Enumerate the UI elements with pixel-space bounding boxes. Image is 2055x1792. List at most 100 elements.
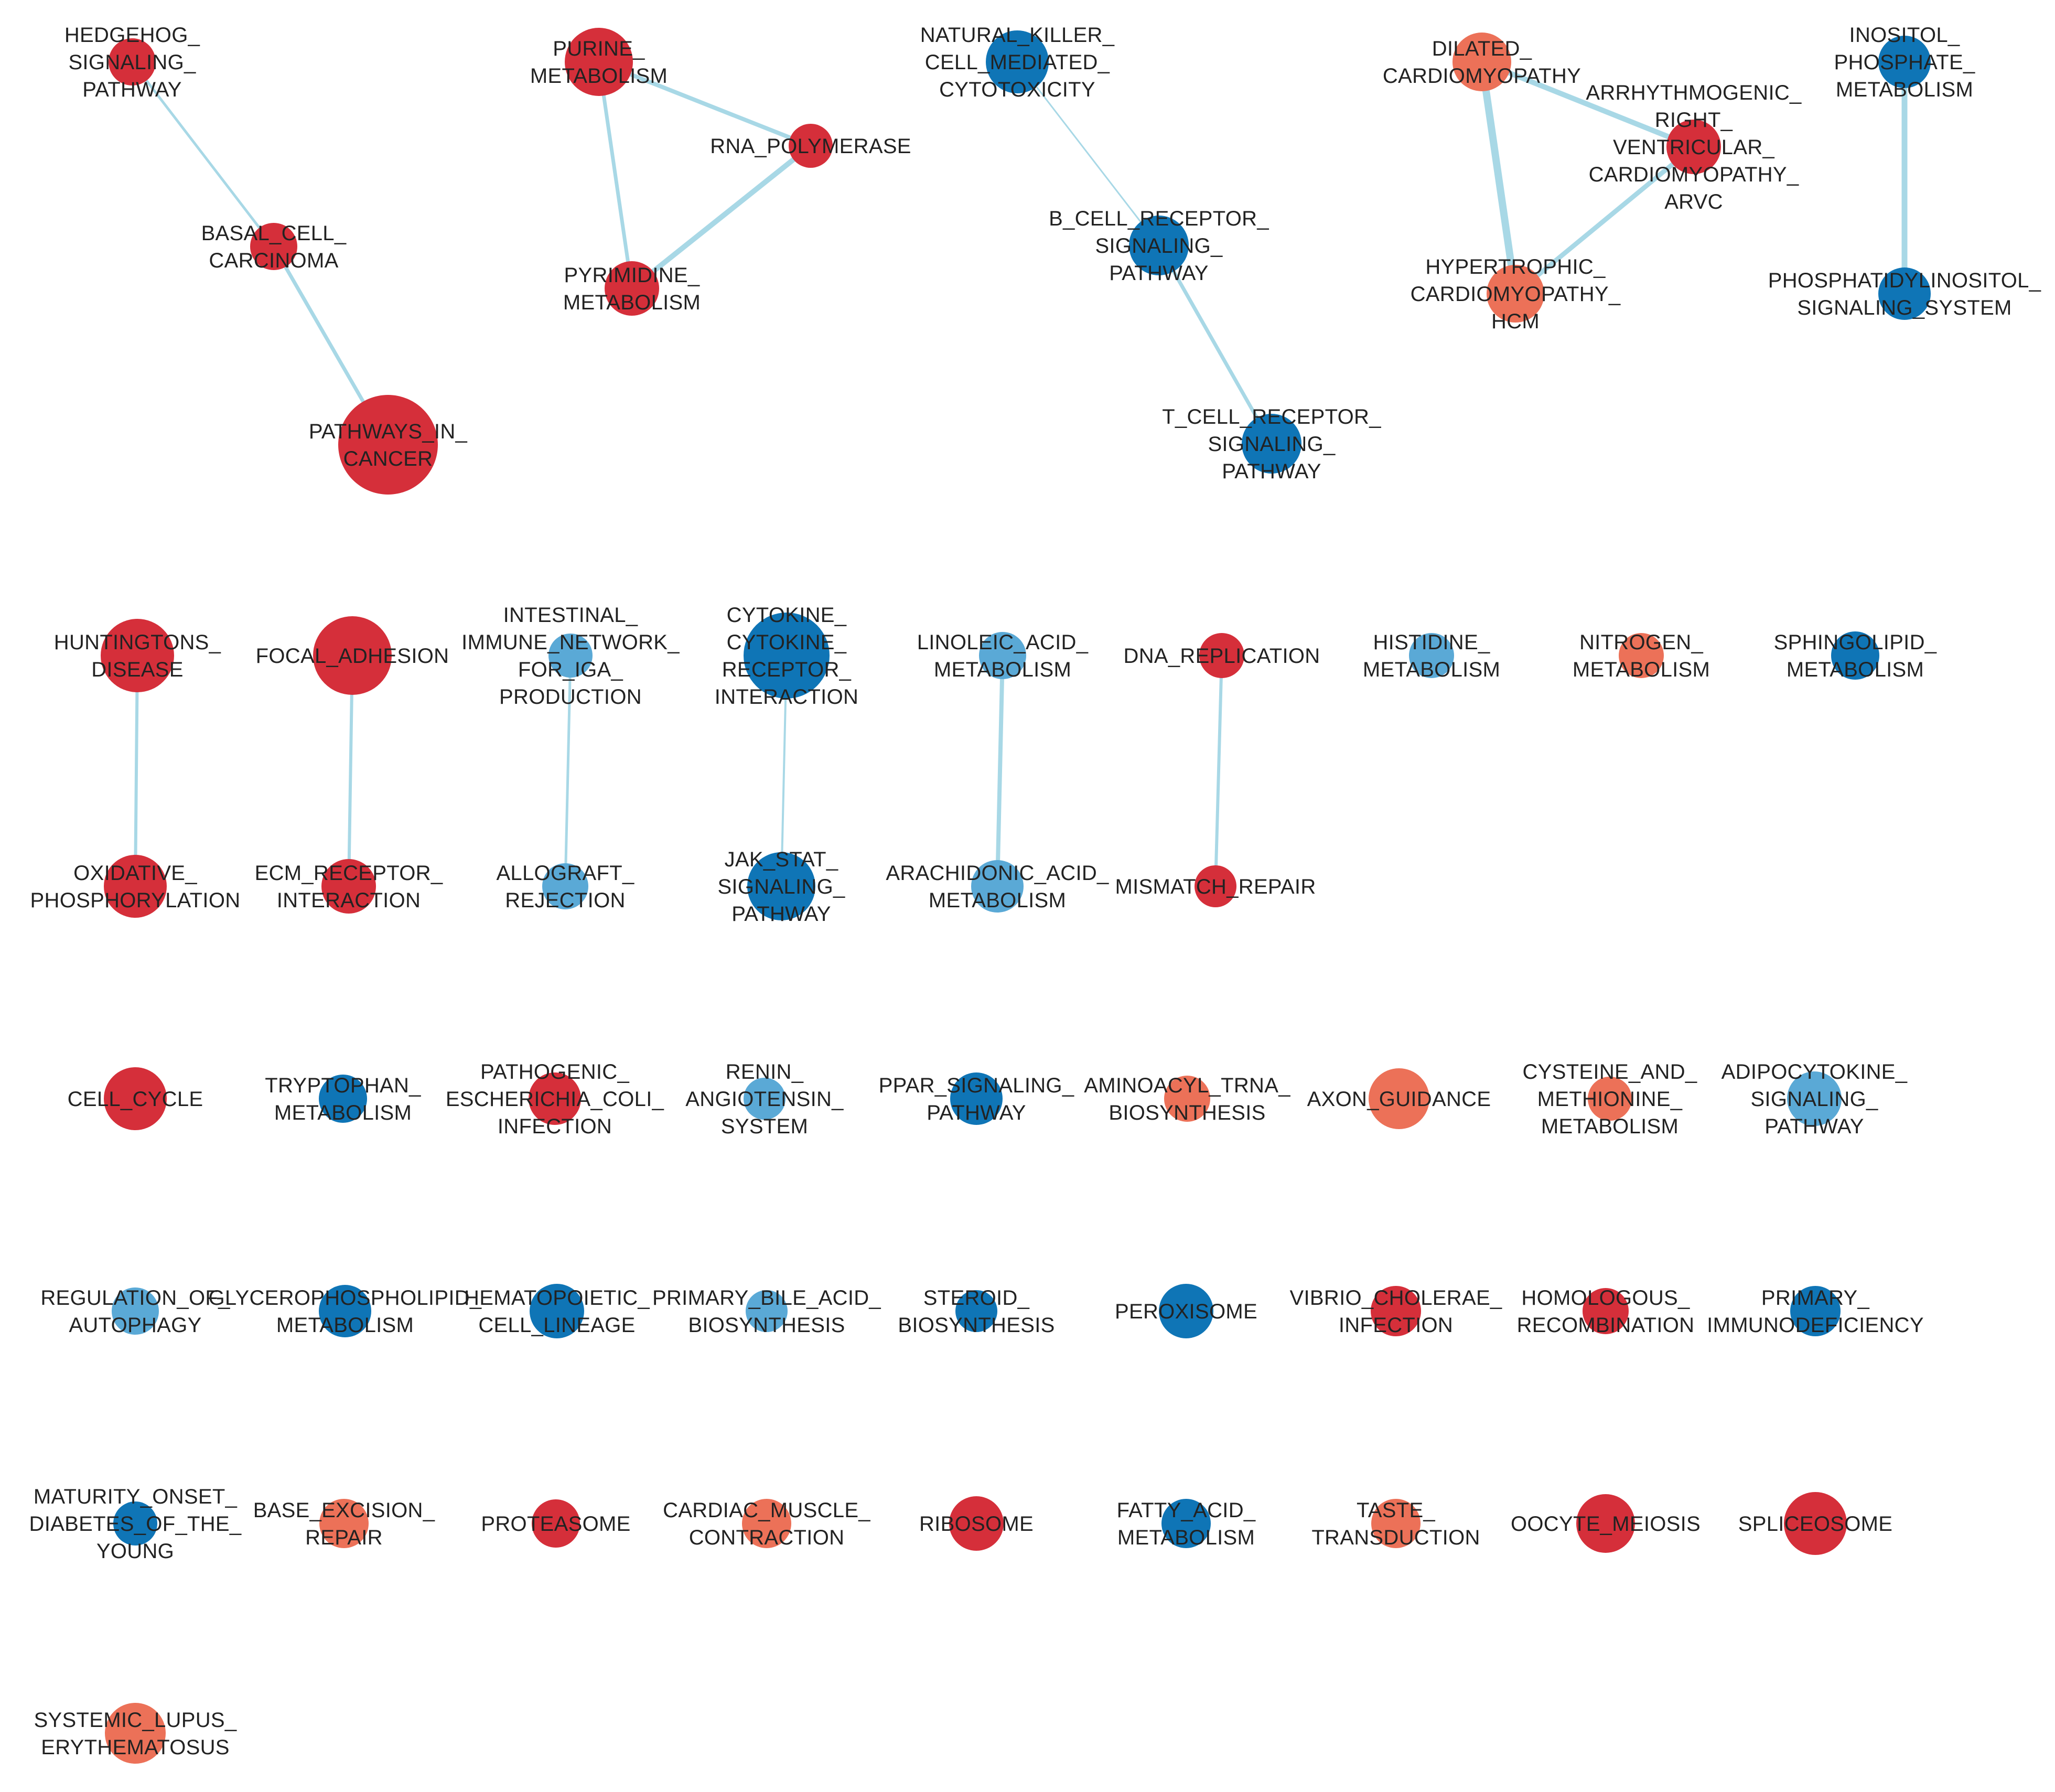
node-circle-peroxisome[interactable]	[1159, 1284, 1213, 1338]
node-basal[interactable]: BASAL_CELL_CARCINOMA	[201, 222, 347, 272]
node-hcm[interactable]: HYPERTROPHIC_CARDIOMYOPATHY_HCM	[1411, 255, 1621, 333]
node-ber[interactable]: BASE_EXCISION_REPAIR	[253, 1499, 435, 1549]
node-circle-allograft[interactable]	[542, 863, 588, 909]
node-circle-dilated[interactable]	[1453, 33, 1511, 91]
node-cancer[interactable]: PATHWAYS_IN_CANCER	[309, 395, 468, 495]
node-circle-hcm[interactable]	[1487, 265, 1544, 323]
node-circle-inositol[interactable]	[1878, 36, 1931, 88]
node-spliceosome[interactable]: SPLICEOSOME	[1738, 1492, 1893, 1555]
node-huntington[interactable]: HUNTINGTONS_DISEASE	[54, 619, 221, 692]
node-cysteine[interactable]: CYSTEINE_AND_METHIONINE_METABOLISM	[1523, 1060, 1697, 1138]
node-arvc[interactable]: ARRHYTHMOGENIC_RIGHT_VENTRICULAR_CARDIOM…	[1586, 81, 1802, 213]
node-circle-pyrimidine[interactable]	[605, 261, 659, 316]
node-circle-sphingolipid[interactable]	[1831, 631, 1879, 680]
node-circle-nitrogen[interactable]	[1619, 633, 1664, 678]
node-circle-immunodef[interactable]	[1790, 1286, 1841, 1336]
node-circle-arachidonic[interactable]	[971, 860, 1024, 913]
node-ecm[interactable]: ECM_RECEPTOR_INTERACTION	[255, 859, 443, 914]
node-aminoacyl[interactable]: AMINOACYL_TRNA_BIOSYNTHESIS	[1084, 1074, 1290, 1124]
node-circle-tcell[interactable]	[1242, 414, 1301, 474]
node-ribosome[interactable]: RIBOSOME	[919, 1496, 1034, 1551]
node-focal[interactable]: FOCAL_ADHESION	[256, 616, 449, 695]
node-inositol[interactable]: INOSITOL_PHOSPHATE_METABOLISM	[1834, 24, 1975, 101]
node-circle-bileacid[interactable]	[746, 1290, 788, 1332]
node-pyrimidine[interactable]: PYRIMIDINE_METABOLISM	[563, 261, 701, 316]
node-circle-purine[interactable]	[565, 28, 633, 96]
node-circle-cancer[interactable]	[338, 395, 438, 495]
node-circle-jakstat[interactable]	[747, 852, 815, 920]
node-purine[interactable]: PURINE_METABOLISM	[530, 28, 668, 96]
node-circle-steroid[interactable]	[955, 1290, 997, 1332]
node-adipocyto[interactable]: ADIPOCYTOKINE_SIGNALING_PATHWAY	[1722, 1060, 1908, 1138]
node-circle-spliceosome[interactable]	[1784, 1492, 1847, 1555]
node-steroid[interactable]: STEROID_BIOSYNTHESIS	[898, 1286, 1055, 1337]
node-axon[interactable]: AXON_GUIDANCE	[1307, 1068, 1491, 1129]
node-circle-ecoli[interactable]	[529, 1072, 581, 1125]
node-circle-glycero[interactable]	[319, 1285, 371, 1337]
node-circle-tryptophan[interactable]	[319, 1075, 367, 1123]
node-histidine[interactable]: HISTIDINE_METABOLISM	[1363, 631, 1500, 681]
node-circle-phosphat[interactable]	[1878, 267, 1931, 320]
node-circle-cellcycle[interactable]	[104, 1067, 167, 1130]
node-dilated[interactable]: DILATED_CARDIOMYOPATHY	[1383, 33, 1581, 91]
node-circle-ppar[interactable]	[950, 1072, 1003, 1125]
node-circle-nk[interactable]	[986, 30, 1049, 93]
node-cellcycle[interactable]: CELL_CYCLE	[68, 1067, 203, 1130]
node-taste[interactable]: TASTE_TRANSDUCTION	[1311, 1499, 1480, 1549]
node-tryptophan[interactable]: TRYPTOPHAN_METABOLISM	[265, 1074, 421, 1124]
node-jakstat[interactable]: JAK_STAT_SIGNALING_PATHWAY	[717, 848, 845, 926]
node-circle-ecm[interactable]	[321, 859, 376, 914]
node-circle-focal[interactable]	[313, 616, 392, 695]
node-circle-mismatch[interactable]	[1195, 865, 1236, 907]
node-circle-aminoacyl[interactable]	[1164, 1076, 1210, 1122]
node-oxphos[interactable]: OXIDATIVE_PHOSPHORYLATION	[30, 855, 241, 918]
node-iga[interactable]: INTESTINAL_IMMUNE_NETWORK_FOR_IGA_PRODUC…	[461, 604, 680, 709]
node-circle-cysteine[interactable]	[1588, 1077, 1632, 1121]
node-cardiac[interactable]: CARDIAC_MUSCLE_CONTRACTION	[663, 1499, 870, 1549]
node-hemato[interactable]: HEMATOPOIETIC_CELL_LINEAGE	[464, 1284, 650, 1338]
node-circle-iga[interactable]	[548, 634, 593, 678]
node-circle-bcell[interactable]	[1129, 216, 1189, 275]
node-rnapol[interactable]: RNA_POLYMERASE	[710, 124, 911, 168]
node-lupus[interactable]: SYSTEMIC_LUPUS_ERYTHEMATOSUS	[34, 1703, 237, 1764]
node-fattyacid[interactable]: FATTY_ACID_METABOLISM	[1117, 1499, 1256, 1549]
node-peroxisome[interactable]: PEROXISOME	[1115, 1284, 1257, 1338]
node-circle-hedgehog[interactable]	[109, 38, 156, 85]
node-mody[interactable]: MATURITY_ONSET_DIABETES_OF_THE_YOUNG	[29, 1485, 242, 1563]
node-circle-cardiac[interactable]	[742, 1499, 791, 1548]
node-ecoli[interactable]: PATHOGENIC_ESCHERICHIA_COLI_INFECTION	[446, 1060, 664, 1138]
node-nk[interactable]: NATURAL_KILLER_CELL_MEDIATED_CYTOTOXICIT…	[920, 24, 1115, 101]
node-circle-adipocyto[interactable]	[1787, 1071, 1842, 1126]
node-circle-linoleic[interactable]	[979, 632, 1026, 679]
node-ppar[interactable]: PPAR_SIGNALING_PATHWAY	[879, 1072, 1074, 1125]
node-mismatch[interactable]: MISMATCH_REPAIR	[1115, 865, 1316, 907]
node-homologous[interactable]: HOMOLOGOUS_RECOMBINATION	[1517, 1286, 1695, 1337]
node-circle-histidine[interactable]	[1409, 633, 1454, 678]
node-nitrogen[interactable]: NITROGEN_METABOLISM	[1573, 631, 1710, 681]
node-renin[interactable]: RENIN_ANGIOTENSIN_SYSTEM	[685, 1060, 844, 1138]
node-circle-taste[interactable]	[1371, 1499, 1421, 1548]
node-arachidonic[interactable]: ARACHIDONIC_ACID_METABOLISM	[886, 860, 1109, 913]
node-sphingolipid[interactable]: SPHINGOLIPID_METABOLISM	[1774, 631, 1937, 681]
node-circle-axon[interactable]	[1369, 1068, 1429, 1129]
node-bcell[interactable]: B_CELL_RECEPTOR_SIGNALING_PATHWAY	[1049, 207, 1269, 285]
node-circle-vibrio[interactable]	[1371, 1286, 1421, 1336]
node-circle-autophagy[interactable]	[112, 1287, 159, 1335]
node-circle-mody[interactable]	[113, 1501, 157, 1546]
node-dnarep[interactable]: DNA_REPLICATION	[1124, 633, 1320, 678]
node-circle-arvc[interactable]	[1666, 120, 1721, 174]
node-cytokine[interactable]: CYTOKINE_CYTOKINE_RECEPTOR_INTERACTION	[715, 604, 858, 709]
node-oocyte[interactable]: OOCYTE_MEIOSIS	[1511, 1494, 1701, 1553]
node-circle-lupus[interactable]	[105, 1703, 166, 1764]
node-glycero[interactable]: GLYCEROPHOSPHOLIPID_METABOLISM	[209, 1285, 482, 1337]
node-bileacid[interactable]: PRIMARY_BILE_ACID_BIOSYNTHESIS	[652, 1286, 881, 1337]
node-circle-homologous[interactable]	[1583, 1288, 1629, 1334]
node-circle-cytokine[interactable]	[744, 613, 830, 699]
node-circle-proteasome[interactable]	[532, 1499, 580, 1548]
node-circle-hemato[interactable]	[530, 1284, 584, 1338]
node-circle-ribosome[interactable]	[949, 1496, 1004, 1551]
node-allograft[interactable]: ALLOGRAFT_REJECTION	[496, 862, 634, 912]
node-circle-oocyte[interactable]	[1576, 1494, 1635, 1553]
node-circle-oxphos[interactable]	[104, 855, 167, 918]
node-linoleic[interactable]: LINOLEIC_ACID_METABOLISM	[917, 631, 1089, 681]
